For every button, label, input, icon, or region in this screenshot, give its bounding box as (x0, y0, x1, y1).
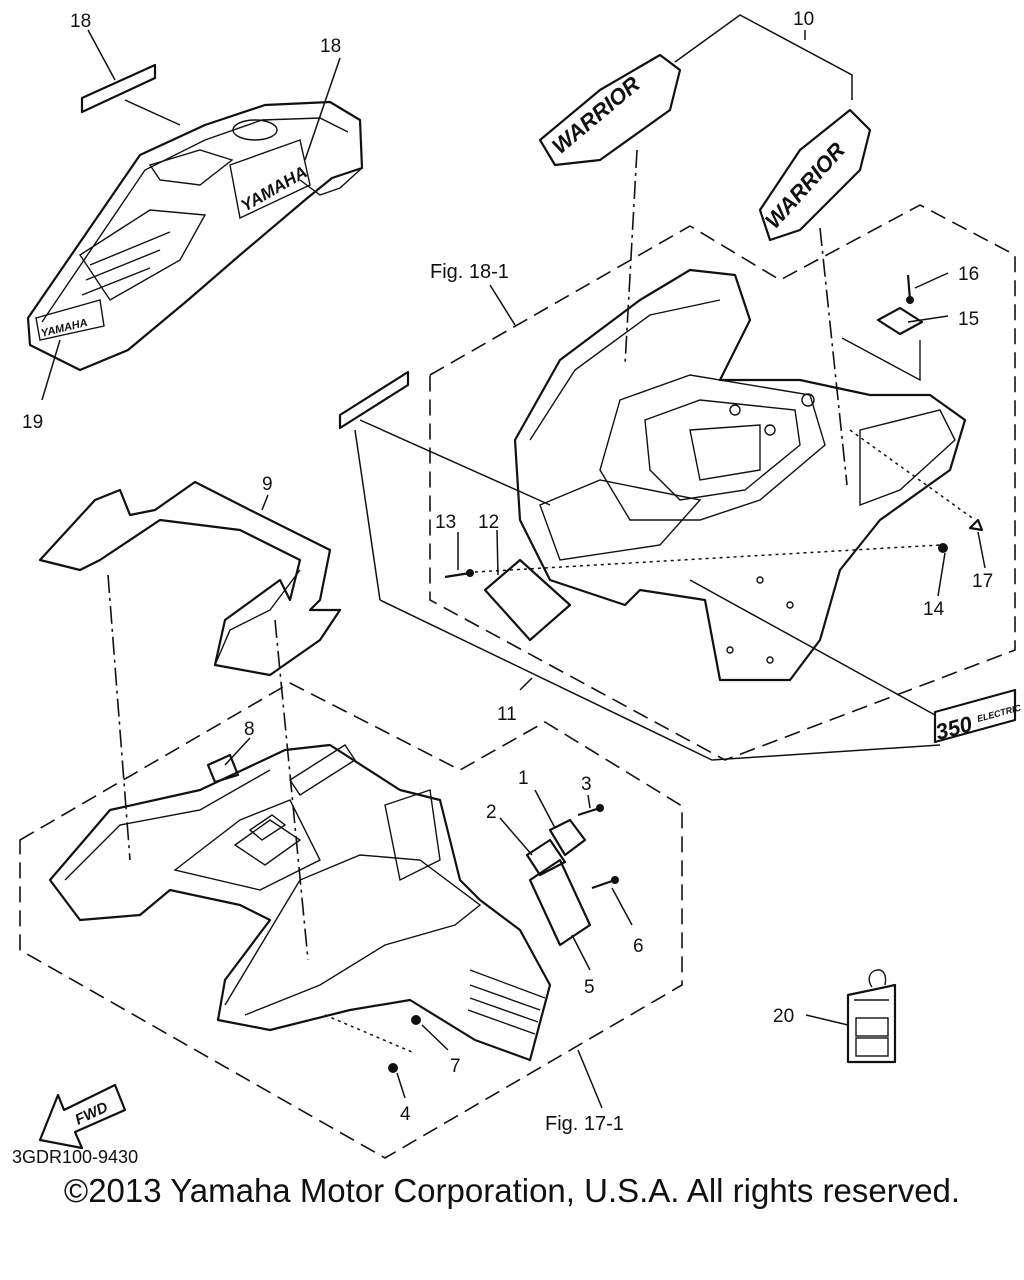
figure-ref-front: Fig. 17-1 (545, 1113, 624, 1135)
callout-7: 7 (450, 1056, 461, 1077)
callout-6: 6 (633, 936, 644, 957)
callout-3: 3 (581, 774, 592, 795)
callout-18: 18 (320, 36, 341, 57)
nut-7 (411, 1015, 421, 1025)
bolt-13 (444, 569, 474, 579)
clip-17 (968, 518, 984, 532)
warrior-decals: WARRIOR WARRIOR (538, 53, 872, 242)
fwd-arrow: FWD (38, 1083, 127, 1150)
rear-fender-dashed-frame (429, 204, 1016, 761)
callout-18: 18 (70, 11, 91, 32)
front-fender-dashed-frame (19, 682, 683, 1159)
plate-2 (525, 838, 567, 877)
rear-fender (513, 268, 967, 682)
plate-5 (528, 858, 592, 947)
callout-4: 4 (400, 1104, 411, 1125)
diagram-code: 3GDR100-9430 (12, 1147, 138, 1167)
callout-12: 12 (478, 512, 499, 533)
copyright-notice: ©2013 Yamaha Motor Corporation, U.S.A. A… (63, 1172, 961, 1209)
rear-decal-strip (338, 370, 410, 430)
yamaha-seat-decal: YAMAHA (40, 317, 89, 340)
tag-20 (846, 969, 897, 1064)
decal-strip-18 (80, 63, 157, 114)
callout-2: 2 (486, 802, 497, 823)
nut-14 (938, 543, 948, 553)
model-badge: 350 ELECTRIC (933, 688, 1022, 745)
callout-14: 14 (923, 599, 945, 620)
plate-12 (483, 558, 572, 642)
callout-17: 17 (972, 571, 993, 592)
yamaha-tank-decal: YAMAHA (238, 162, 311, 215)
callout-9: 9 (262, 474, 273, 495)
warrior-decal-right: WARRIOR (760, 138, 850, 234)
plate-15 (876, 306, 924, 336)
warrior-decal-left: WARRIOR (547, 71, 645, 159)
nut-4 (388, 1063, 398, 1073)
callout-labels: 18 18 19 10 16 15 9 13 12 14 17 11 8 3 1… (22, 9, 993, 1125)
callout-5: 5 (584, 977, 595, 998)
callout-11: 11 (497, 704, 517, 725)
callout-16: 16 (958, 264, 979, 285)
decal-9 (38, 480, 342, 677)
callout-13: 13 (435, 512, 456, 533)
callout-10: 10 (793, 9, 814, 30)
bolt-6 (591, 876, 619, 890)
figure-ref-rear: Fig. 18-1 (430, 261, 509, 283)
bolt-3 (577, 804, 604, 817)
callout-20: 20 (773, 1006, 794, 1027)
bolt-16 (906, 274, 914, 304)
callout-15: 15 (958, 309, 979, 330)
model-badge-number: 350 (933, 711, 976, 745)
plate-1 (548, 818, 587, 857)
callout-1: 1 (518, 768, 529, 789)
front-fender (48, 743, 552, 1062)
callout-19: 19 (22, 412, 43, 433)
callout-8: 8 (244, 719, 255, 740)
